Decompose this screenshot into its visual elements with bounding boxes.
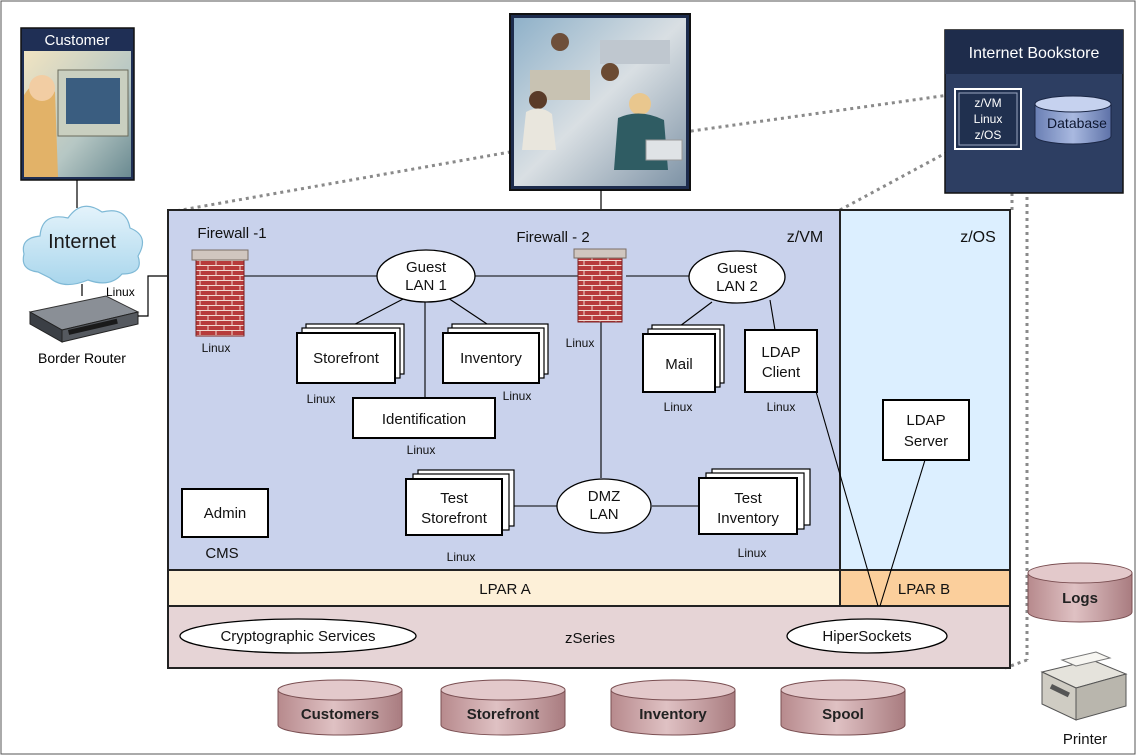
firewall2-label: Firewall - 2 [516, 229, 589, 246]
guest-lan2-ellipse [688, 250, 786, 304]
db-customers-label: Customers [301, 706, 379, 723]
guest-lan1-line2: LAN 1 [405, 277, 447, 294]
ldap-server-line2: Server [904, 433, 948, 450]
internet-label: Internet [48, 231, 116, 253]
inventory-server [442, 323, 549, 384]
db-spool-label: Spool [822, 706, 864, 723]
zos-region [839, 209, 1011, 571]
test-inventory-line1: Test [734, 490, 762, 507]
firewall1-os: Linux [202, 341, 231, 355]
hipersockets-ellipse [786, 618, 948, 654]
zvm-label: z/VM [787, 229, 823, 246]
crypto-services-label: Cryptographic Services [220, 628, 375, 645]
dmz-lan-line1: DMZ [588, 488, 621, 505]
db-logs [1027, 562, 1133, 623]
test-storefront-line2: Storefront [421, 510, 488, 527]
ldap-client-line2: Client [762, 364, 801, 381]
admin-server [181, 488, 269, 538]
crypto-services-ellipse [179, 618, 417, 654]
ldap-client-line1: LDAP [761, 344, 800, 361]
test-inventory-server [698, 468, 811, 535]
test-inventory-line2: Inventory [717, 510, 779, 527]
dmz-lan-line2: LAN [589, 506, 618, 523]
bookstore-database-icon [1034, 95, 1112, 145]
ldap-server [882, 399, 970, 461]
printer-icon [1040, 651, 1128, 721]
mail-server [642, 324, 725, 393]
internet-cloud: Internet [22, 205, 144, 286]
admin-label: Admin [204, 505, 247, 522]
firewall2-os: Linux [566, 336, 595, 350]
internet-bookstore-panel: Internet Bookstore z/VM Linux z/OS Datab… [944, 29, 1124, 194]
ldap-client-server [744, 329, 818, 393]
test-storefront-os: Linux [447, 550, 476, 564]
inventory-label: Inventory [460, 350, 522, 367]
test-storefront-server [405, 469, 515, 536]
test-inventory-os: Linux [738, 546, 767, 560]
db-inventory [610, 679, 736, 736]
mail-label: Mail [665, 356, 693, 373]
guest-lan2-line2: LAN 2 [716, 278, 758, 295]
customer-panel: Customer [20, 27, 135, 181]
identification-server [352, 397, 496, 439]
lpar-b-bar [839, 569, 1011, 607]
office-photo [509, 13, 691, 191]
lpar-b-label: LPAR B [898, 581, 950, 598]
firewall1-label: Firewall -1 [197, 225, 266, 242]
firewall2-icon [573, 248, 627, 323]
guest-lan1-ellipse [376, 249, 476, 303]
identification-label: Identification [382, 411, 466, 428]
bookstore-title: Internet Bookstore [969, 45, 1100, 62]
lpar-a-label: LPAR A [479, 581, 530, 598]
guest-lan1-line1: Guest [406, 259, 447, 276]
storefront-label: Storefront [313, 350, 380, 367]
ldap-server-line1: LDAP [906, 412, 945, 429]
guest-lan2-line1: Guest [717, 260, 758, 277]
bookstore-system-0: z/VM [974, 96, 1001, 110]
db-customers [277, 679, 403, 736]
dmz-lan-ellipse [556, 478, 652, 534]
db-inventory-label: Inventory [639, 706, 707, 723]
printer-label: Printer [1063, 731, 1107, 748]
db-storefront-label: Storefront [467, 706, 540, 723]
bookstore-system-2: z/OS [975, 128, 1002, 142]
identification-os: Linux [407, 443, 436, 457]
ldap-client-os: Linux [767, 400, 796, 414]
inventory-os: Linux [503, 389, 532, 403]
cms-label: CMS [205, 545, 238, 562]
storefront-os: Linux [307, 392, 336, 406]
zos-label: z/OS [960, 229, 996, 246]
db-logs-label: Logs [1062, 590, 1098, 607]
hipersockets-label: HiperSockets [822, 628, 911, 645]
db-spool [780, 679, 906, 736]
storefront-server [296, 323, 405, 384]
border-router-icon [28, 295, 140, 343]
test-storefront-line1: Test [440, 490, 468, 507]
router-os-label: Linux [106, 285, 135, 299]
border-router-label: Border Router [38, 350, 126, 366]
firewall1-icon [191, 249, 249, 337]
zseries-label: zSeries [565, 630, 615, 647]
bookstore-database-label: Database [1047, 115, 1107, 131]
bookstore-system-1: Linux [974, 112, 1003, 126]
mail-os: Linux [664, 400, 693, 414]
db-storefront [440, 679, 566, 736]
customer-label: Customer [44, 32, 109, 49]
